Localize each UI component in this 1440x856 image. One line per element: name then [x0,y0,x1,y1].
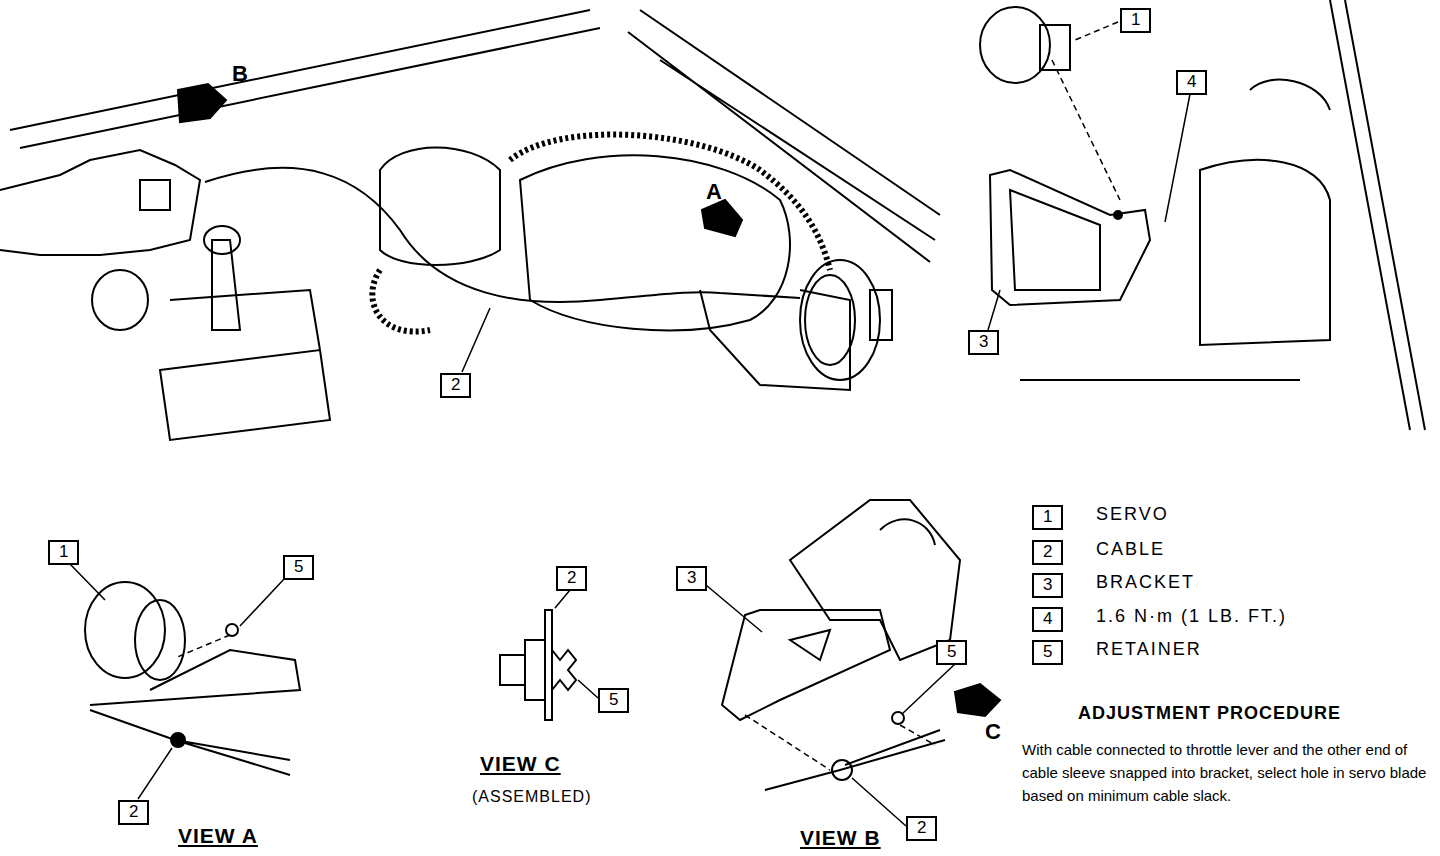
callout-number: 1 [1120,8,1151,33]
callout-number: 2 [118,800,149,825]
part-name: SERVO [1096,505,1169,525]
leader-line [555,590,598,698]
leader-line [1052,22,1120,200]
breather-cap [204,226,240,254]
leader-line [70,564,285,799]
view-c [500,590,598,720]
servo [85,582,165,678]
servo-connector [1040,25,1070,70]
part-name: BRACKET [1096,573,1195,593]
view-letter: C [985,720,1001,744]
view-title: VIEW B [800,826,881,849]
reservoir [1200,160,1330,345]
blade [525,610,552,720]
intake-plenum [380,148,500,266]
servo-bracket [700,290,850,390]
corrugated-hose [372,135,830,332]
cable [90,710,290,775]
battery [160,290,330,440]
procedure-heading: ADJUSTMENT PROCEDURE [1078,704,1341,724]
leader-line [462,308,490,372]
servo-blade [90,650,300,705]
direction-arrow [955,684,1000,716]
engine-view [0,10,940,440]
inset-view [980,0,1425,430]
direction-arrow [702,200,742,236]
callout-number: 5 [598,688,629,713]
reservoir-cap [92,270,148,330]
fender [628,10,940,262]
leader-line [175,635,230,658]
part-name: RETAINER [1096,640,1202,660]
callout-number: 1 [48,540,79,565]
callout-number: 2 [906,816,937,841]
bracket [990,170,1150,305]
retainer-spring [552,650,576,690]
cable-end [832,760,852,780]
servo-face [135,600,185,680]
leader-line [745,715,935,770]
view-a [70,564,300,799]
callout-number: 2 [556,566,587,591]
hood-edge [10,10,600,148]
retainer [226,624,238,636]
leader-line [988,94,1190,330]
view-letter: B [232,62,248,86]
callout-number: 3 [968,330,999,355]
fender-edge [1330,0,1425,430]
callout-number: 2 [440,373,471,398]
cable [205,168,800,302]
leader-line [700,580,955,826]
key-number: 3 [1032,573,1063,598]
bracket [722,610,890,720]
servo [800,260,880,380]
duct-clamp [140,180,170,210]
direction-arrow [178,84,226,122]
part-name: CABLE [1096,540,1165,560]
throttle-body [790,500,960,660]
torque-spec: 1.6 N·m (1 LB. FT.) [1096,607,1287,627]
stud [500,655,525,685]
cable-end [171,733,185,747]
bolt [1114,211,1122,219]
key-number: 2 [1032,540,1063,565]
view-title: VIEW A [178,824,258,847]
servo-face [805,275,855,365]
servo-connector [870,290,892,340]
callout-number: 5 [283,555,314,580]
key-number: 4 [1032,607,1063,632]
view-note: (ASSEMBLED) [472,788,591,806]
callout-number: 3 [676,566,707,591]
view-b [700,500,1000,826]
callout-number: 5 [936,640,967,665]
key-number: 5 [1032,640,1063,665]
air-duct [0,150,200,255]
procedure-text: With cable connected to throttle lever a… [1022,738,1434,807]
view-title: VIEW C [480,752,561,775]
air-cleaner [520,155,790,330]
view-letter: A [706,180,722,204]
wheel-well [1020,80,1330,380]
callout-number: 4 [1176,70,1207,95]
key-number: 1 [1032,505,1063,530]
